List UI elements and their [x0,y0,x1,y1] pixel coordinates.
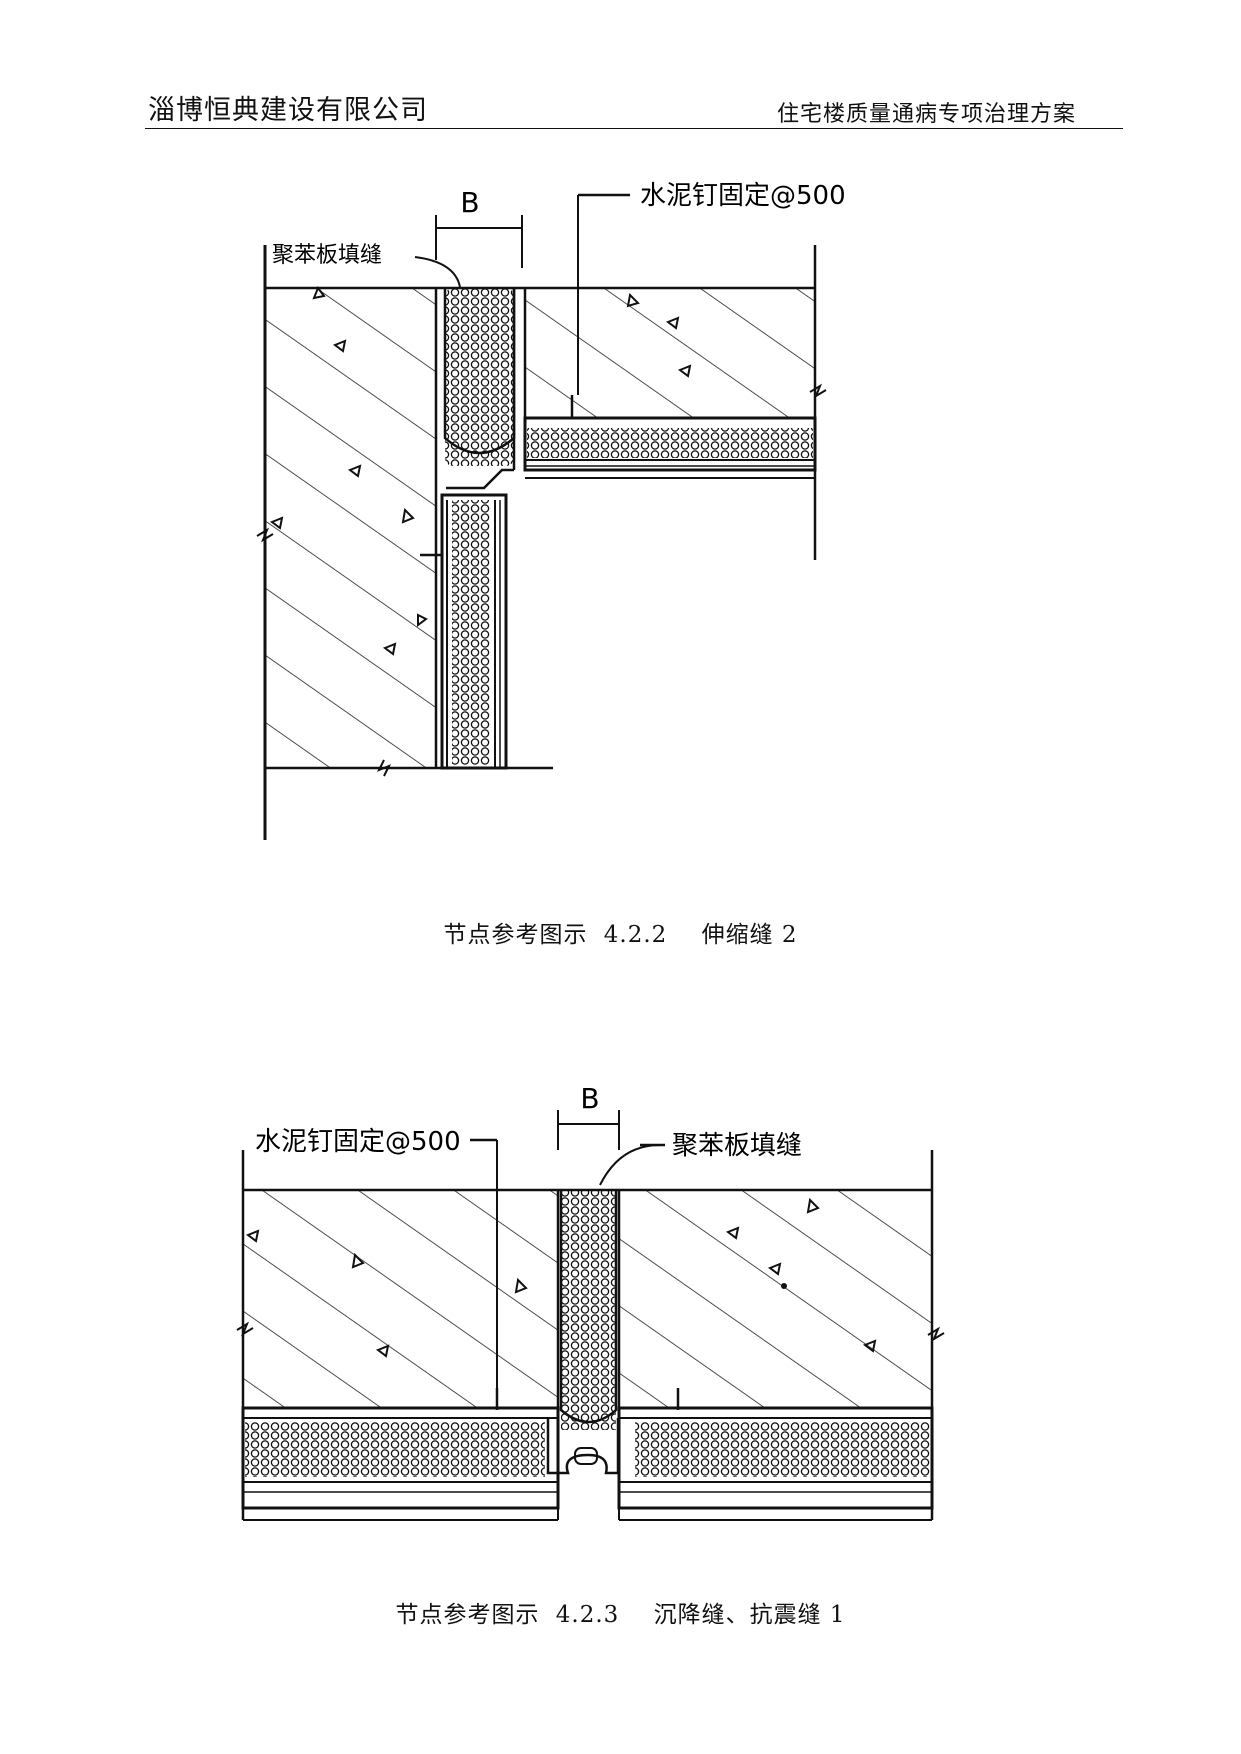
fig1-nail-note: 水泥钉固定@500 [640,181,846,211]
caption-number: 4.2.2 [603,922,668,948]
right-insulation-board [635,1422,930,1477]
header-divider [145,128,1123,129]
company-name: 淄博恒典建设有限公司 [148,95,428,126]
left-concrete-slab [243,1190,558,1408]
fig2-dimension-b: B [580,1082,599,1115]
omega-flashing [546,1418,620,1475]
caption-prefix: 节点参考图示 [443,922,588,948]
horizontal-insulation [527,428,813,458]
caption-title: 伸缩缝 2 [701,922,798,948]
figure-2-caption: 节点参考图示 4.2.3 沉降缝、抗震缝 1 [0,1595,1241,1629]
figure-2-settlement-joint: B 水泥钉固定@500 聚苯板填缝 [236,1082,945,1521]
document-title: 住宅楼质量通病专项治理方案 [776,102,1076,127]
polystyrene-gap-fill [561,1190,616,1430]
caption-title: 沉降缝、抗震缝 1 [653,1602,846,1628]
fig1-fill-note: 聚苯板填缝 [272,243,382,268]
fig2-fill-note: 聚苯板填缝 [672,1131,802,1161]
right-concrete-slab [619,1190,932,1408]
left-concrete-wall [265,288,436,768]
upper-concrete-slab [525,288,815,418]
polystyrene-gap-fill [445,288,514,466]
left-insulation-board [245,1422,545,1477]
figure-1-expansion-joint: B 水泥钉固定@500 聚苯板填缝 [256,181,846,840]
vertical-insulation [452,500,490,765]
caption-number: 4.2.3 [555,1602,620,1628]
caption-prefix: 节点参考图示 [395,1602,540,1628]
figure-1-caption: 节点参考图示 4.2.2 伸缩缝 2 [0,915,1241,949]
fig1-dimension-b: B [460,186,479,219]
fig2-nail-note: 水泥钉固定@500 [255,1127,461,1157]
